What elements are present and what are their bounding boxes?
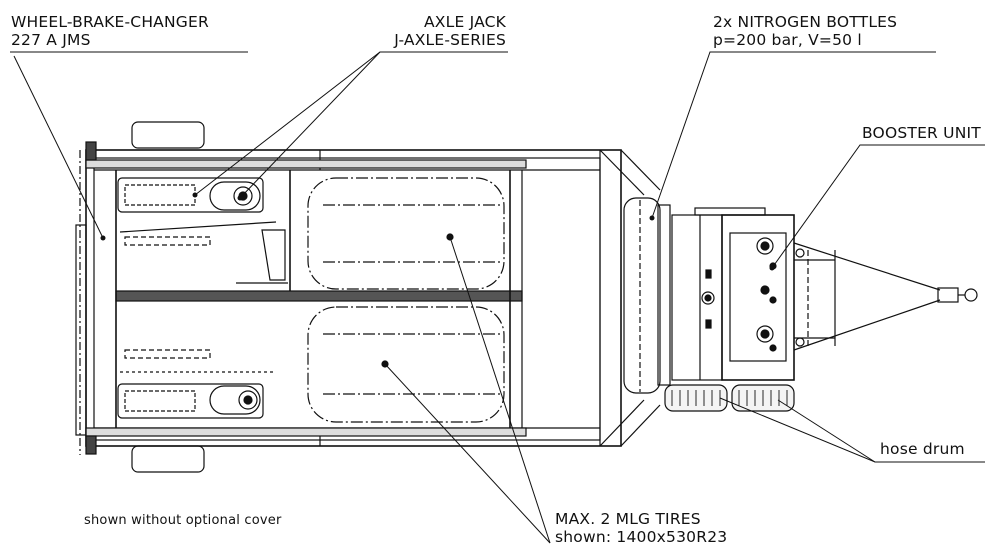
tire-upper [307,177,505,290]
label-wheel-brake-changer-line2: 227 A JMS [11,31,91,49]
booster-unit [721,214,795,381]
label-mlg-line2: shown: 1400x530R23 [555,528,728,546]
label-booster-line1: BOOSTER UNIT [862,124,981,142]
label-booster-unit: BOOSTER UNIT [862,124,981,142]
label-nitrogen-line1: 2x NITROGEN BOTTLES [713,13,898,31]
leader-axle-jack [194,51,508,196]
label-axle-jack: AXLE JACK J-AXLE-SERIES [376,13,506,49]
label-wheel-brake-changer-line1: WHEEL-BRAKE-CHANGER [11,13,209,31]
label-wheel-brake-changer: WHEEL-BRAKE-CHANGER 227 A JMS [11,13,209,49]
bottom-wheel [131,445,205,473]
label-hose-drum-line1: hose drum [880,440,965,458]
label-nitrogen-line2: p=200 bar, V=50 l [713,31,862,49]
label-mlg-tires: MAX. 2 MLG TIRES shown: 1400x530R23 [555,510,727,546]
drawbar [793,242,978,351]
tire-lower [307,306,505,423]
leader-booster [771,144,985,269]
label-cover-note-line1: shown without optional cover [84,513,282,528]
left-end-panel [75,224,87,436]
wbc-top [117,177,264,213]
center-beam [115,290,523,302]
label-axle-jack-line1: AXLE JACK [424,13,506,31]
top-wheel [131,121,205,149]
nitrogen-bottles [623,197,661,394]
leader-nitrogen [651,51,936,219]
wbc-bottom [117,383,264,419]
label-cover-note: shown without optional cover [84,512,282,530]
bottom-rail [85,427,527,437]
label-axle-jack-line2: J-AXLE-SERIES [394,31,506,49]
label-mlg-line1: MAX. 2 MLG TIRES [555,510,701,528]
leader-mlg-tires [449,236,551,544]
top-rail [85,159,527,169]
label-nitrogen-bottles: 2x NITROGEN BOTTLES p=200 bar, V=50 l [713,13,897,49]
label-hose-drum: hose drum [880,440,965,458]
